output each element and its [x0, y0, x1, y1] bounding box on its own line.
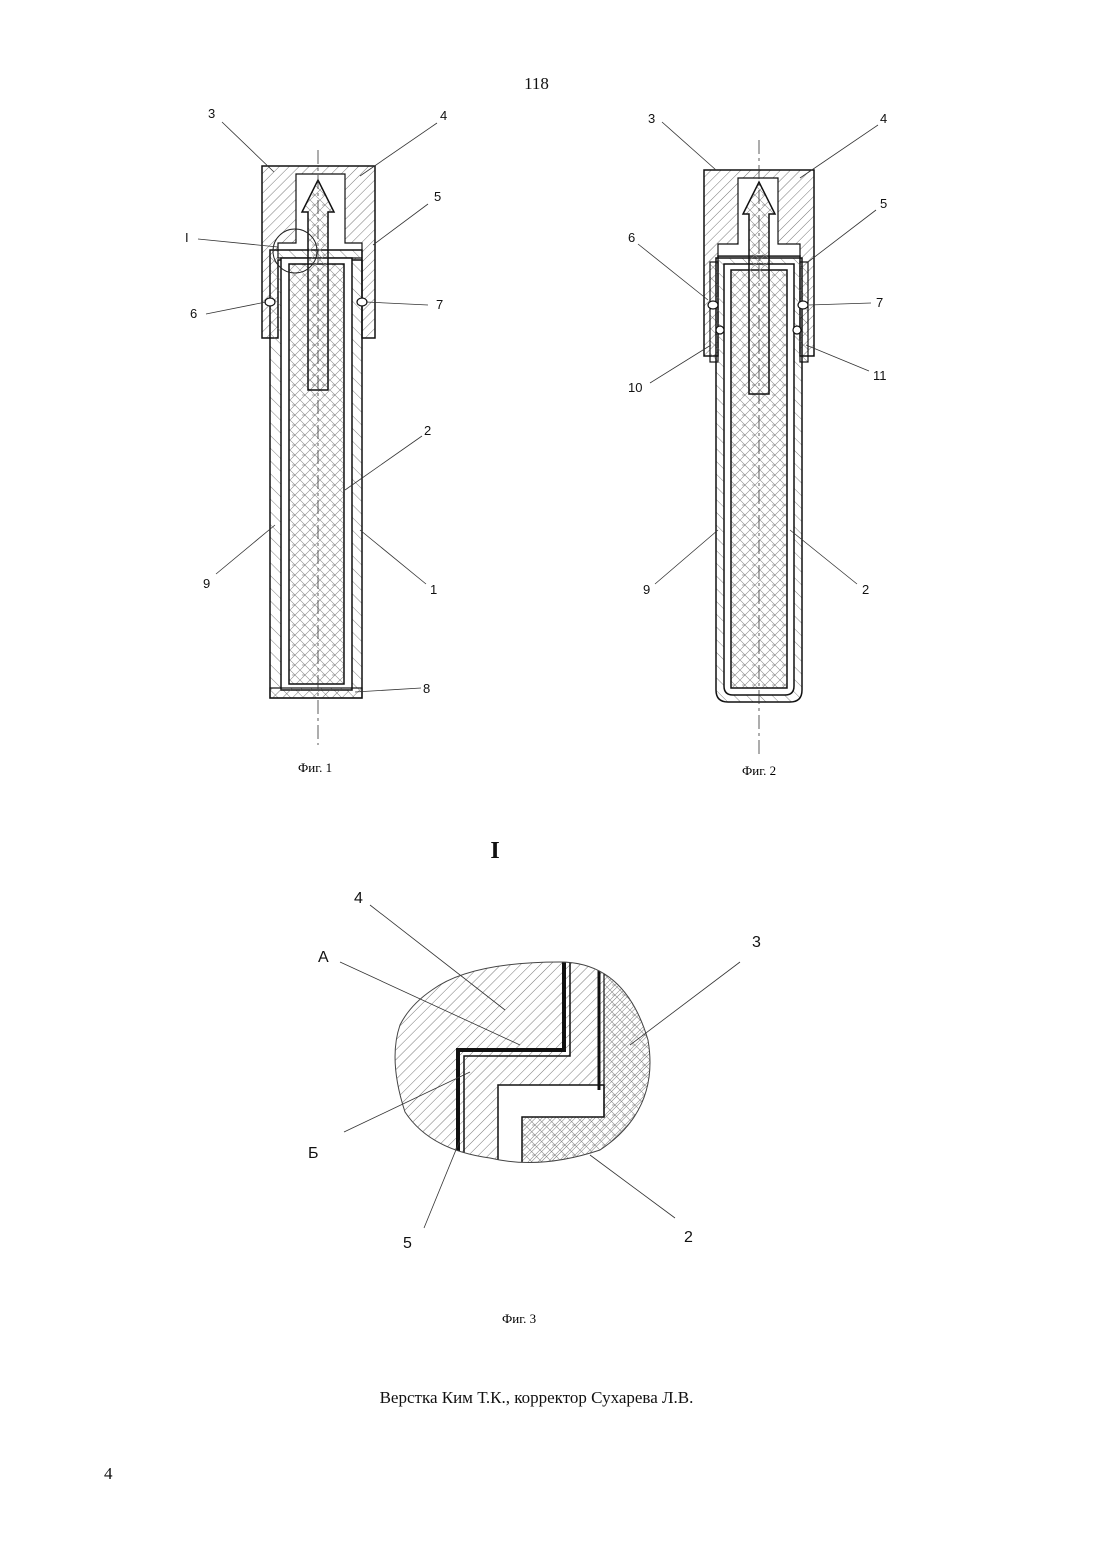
figure-2: 3 4 5 6 7 10 11 9 2 Фиг. 2 — [628, 111, 887, 778]
fig1-label-8: 8 — [423, 681, 430, 696]
fig1-label-3: 3 — [208, 106, 215, 121]
footer-credits: Верстка Ким Т.К., корректор Сухарева Л.В… — [0, 1388, 1073, 1408]
fig2-label-5: 5 — [880, 196, 887, 211]
detail-title: I — [0, 838, 990, 865]
fig1-label-9: 9 — [203, 576, 210, 591]
fig2-caption: Фиг. 2 — [742, 763, 776, 778]
fig1-label-2: 2 — [424, 423, 431, 438]
fig1-label-7: 7 — [436, 297, 443, 312]
fig3-filler-3 — [604, 955, 664, 1170]
fig3-label-4: 4 — [354, 890, 363, 907]
fig2-label-6: 6 — [628, 230, 635, 245]
fig3-label-5: 5 — [403, 1235, 412, 1252]
fig2-label-4: 4 — [880, 111, 887, 126]
fig3-filler-2 — [522, 1117, 604, 1172]
fig3-label-3: 3 — [752, 934, 761, 951]
fig1-label-I: I — [185, 230, 189, 245]
fig2-label-2: 2 — [862, 582, 869, 597]
fig2-label-11: 11 — [873, 368, 887, 383]
fig2-label-7: 7 — [876, 295, 883, 310]
fig3-label-B: Б — [308, 1145, 319, 1162]
fig1-label-6: 6 — [190, 306, 197, 321]
page-number-bottom: 4 — [104, 1464, 113, 1484]
figure-3: 4 А 3 Б 5 2 Фиг. 3 — [308, 890, 761, 1326]
fig1-label-5: 5 — [434, 189, 441, 204]
fig2-label-9: 9 — [643, 582, 650, 597]
fig1-label-4: 4 — [440, 108, 447, 123]
fig3-label-2: 2 — [684, 1229, 693, 1246]
fig3-label-A: А — [318, 949, 329, 966]
fig2-label-10: 10 — [628, 380, 642, 395]
fig1-label-1: 1 — [430, 582, 437, 597]
figure-1: 3 4 5 I 6 7 2 9 1 8 Фиг. 1 — [185, 106, 447, 775]
fig3-caption: Фиг. 3 — [502, 1311, 536, 1326]
fig1-caption: Фиг. 1 — [298, 760, 332, 775]
fig2-label-3: 3 — [648, 111, 655, 126]
